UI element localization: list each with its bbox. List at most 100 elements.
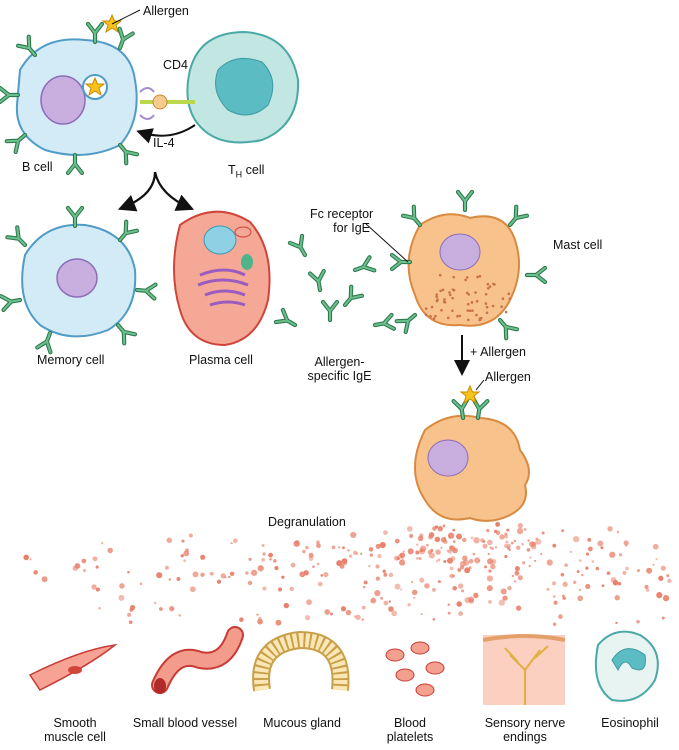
granule: [188, 533, 193, 538]
granule: [529, 556, 532, 559]
granule: [541, 531, 545, 535]
granule: [33, 570, 38, 575]
granule: [119, 583, 125, 589]
granule: [308, 552, 314, 558]
granule: [498, 599, 505, 606]
granule: [229, 571, 235, 577]
granule: [278, 587, 283, 592]
granule: [573, 580, 577, 584]
degranulating-mast-cell: [414, 379, 530, 522]
granule: [348, 554, 353, 558]
granule: [514, 570, 520, 576]
granule: [655, 557, 658, 561]
allergen-label: Allergen: [143, 4, 189, 18]
granule: [338, 546, 341, 549]
granule: [449, 573, 454, 579]
target-line2: endings: [503, 730, 547, 744]
granule: [352, 550, 358, 556]
granule: [434, 536, 441, 543]
granule: [491, 559, 497, 565]
granule: [656, 591, 663, 599]
granule: [490, 563, 496, 570]
granule: [458, 611, 464, 616]
il4-label: IL-4: [153, 136, 175, 150]
granule: [504, 310, 508, 314]
fc-line1: Fc receptor: [310, 207, 374, 221]
granule: [658, 575, 664, 581]
granule: [388, 600, 391, 603]
granule: [569, 550, 572, 553]
granule: [368, 547, 374, 552]
mast-cell: [392, 192, 545, 338]
granule: [482, 540, 486, 543]
granule: [95, 565, 99, 569]
granule: [159, 607, 163, 611]
ige-line2: specific IgE: [307, 369, 372, 383]
granule: [432, 317, 436, 320]
granule: [439, 289, 442, 293]
granule: [465, 276, 469, 279]
granule: [369, 553, 373, 557]
granule: [153, 601, 157, 605]
granule: [607, 526, 613, 532]
granule: [451, 288, 455, 291]
granule: [581, 573, 584, 577]
granule: [442, 300, 446, 304]
granule: [189, 586, 196, 593]
granule: [312, 565, 315, 568]
granule: [517, 575, 523, 581]
granule: [473, 537, 480, 544]
granule: [534, 559, 537, 562]
target-line1: Blood: [394, 716, 426, 730]
granule: [486, 585, 493, 592]
granule: [393, 555, 400, 561]
granule: [456, 601, 462, 607]
granule: [388, 606, 394, 612]
granule: [72, 565, 78, 571]
granule: [316, 562, 320, 566]
granule: [409, 533, 414, 538]
granule: [447, 611, 451, 615]
granule: [401, 558, 404, 561]
granule: [209, 571, 214, 576]
granule: [429, 315, 432, 318]
granule: [546, 559, 553, 566]
granule: [623, 540, 629, 546]
granule: [470, 301, 474, 304]
cd4-label: CD4: [163, 58, 189, 72]
granule: [587, 538, 592, 542]
granule: [485, 305, 489, 309]
granule: [597, 540, 604, 547]
granule: [532, 542, 537, 546]
granule: [484, 292, 488, 296]
granule: [667, 578, 672, 583]
granule: [127, 571, 130, 574]
granule: [375, 576, 380, 581]
granule: [317, 581, 323, 587]
granule: [424, 307, 428, 310]
granule: [499, 534, 505, 540]
granule: [511, 574, 514, 578]
granule: [435, 295, 439, 299]
granule: [493, 529, 498, 534]
granule: [250, 569, 258, 576]
granule: [562, 581, 568, 587]
free-ige-antibodies: [276, 236, 394, 332]
granule: [478, 559, 481, 562]
granule: [644, 584, 649, 589]
granule: [183, 559, 187, 563]
granule: [95, 587, 100, 592]
granule: [239, 617, 244, 622]
granule: [417, 535, 424, 542]
granule: [435, 293, 438, 296]
granule: [617, 581, 622, 586]
granule: [622, 570, 627, 575]
granule: [662, 595, 670, 602]
granule: [636, 619, 640, 624]
granule: [426, 543, 429, 547]
granule: [304, 614, 311, 621]
granule: [482, 543, 488, 549]
granule: [129, 607, 134, 612]
smooth-muscle-cell-icon: [28, 643, 118, 691]
